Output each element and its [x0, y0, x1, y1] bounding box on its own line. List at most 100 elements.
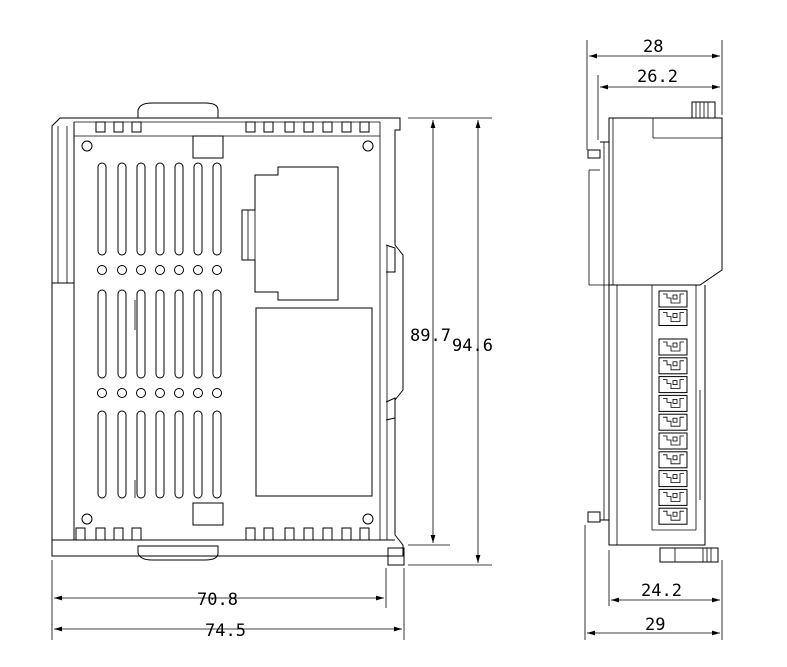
terminal-screw: [663, 312, 684, 322]
vent-hole: [193, 265, 203, 275]
dim-bottom-inner: 24.2: [641, 581, 682, 601]
depth-dimensions: 28 26.2 24.2 29: [584, 37, 723, 640]
vent-slot: [212, 289, 222, 379]
dim-top-outer: 28: [643, 37, 663, 57]
side-housing: [587, 101, 723, 563]
vent-slot: [193, 410, 203, 499]
height-dimensions: 89.7 94.6: [408, 117, 493, 566]
terminal-contact: [672, 455, 678, 461]
mount-hole: [81, 513, 93, 525]
terminal-slot: [658, 451, 688, 469]
vent-slot: [193, 162, 203, 256]
vent-slot: [174, 289, 184, 379]
vent-slot: [97, 162, 107, 256]
vent-slot: [136, 410, 146, 499]
terminal-screw: [663, 435, 684, 446]
side-view: 28 26.2 24.2 29: [584, 37, 723, 640]
terminal-slot: [658, 432, 688, 450]
terminal-contact: [672, 361, 678, 367]
terminal-screw: [663, 491, 684, 502]
vent-hole: [155, 265, 165, 275]
vent-hole: [174, 265, 184, 275]
vent-slot: [155, 410, 165, 499]
terminal-contact: [672, 474, 678, 480]
dim-bottom-outer: 29: [645, 615, 665, 635]
vent-hole: [97, 388, 107, 398]
vent-hole: [117, 265, 127, 275]
vent-hole: [155, 388, 165, 398]
vent-slot: [155, 289, 165, 379]
vent-slots-middle: [97, 289, 222, 379]
terminal-screw: [663, 510, 684, 521]
vent-slots-top: [97, 162, 222, 256]
terminal-screw: [663, 397, 684, 408]
terminal-screw: [663, 341, 684, 352]
terminal-slot: [658, 338, 688, 356]
vent-slot: [136, 162, 146, 256]
terminal-screw: [663, 416, 684, 427]
mount-hole: [81, 140, 93, 152]
bottom-tabs: [75, 527, 370, 541]
terminal-contact: [672, 313, 678, 318]
vent-slot: [174, 410, 184, 499]
terminal-screw: [663, 360, 684, 371]
mount-hole: [362, 140, 374, 152]
vent-hole: [97, 265, 107, 275]
dim-height-inner: 89.7: [410, 326, 451, 346]
terminal-slot: [658, 507, 688, 525]
terminal-contact: [672, 398, 678, 404]
dim-height-outer: 94.6: [452, 336, 493, 356]
vent-slot: [155, 162, 165, 256]
vent-hole: [212, 388, 222, 398]
terminal-screw: [663, 454, 684, 465]
vent-slot: [97, 289, 107, 379]
front-housing: [51, 117, 405, 566]
front-view: 89.7 94.6 70.8 74.5: [51, 102, 493, 641]
terminal-contact: [672, 342, 678, 348]
bottom-latch: [137, 545, 219, 561]
terminal-contact: [672, 492, 678, 498]
indicator-window-bottom: [192, 502, 224, 526]
top-tabs: [95, 121, 370, 133]
terminal-screw: [663, 293, 684, 304]
terminal-slot: [658, 376, 688, 394]
dim-width-inner: 70.8: [197, 590, 238, 610]
terminal-slot: [658, 309, 688, 326]
terminal-contact: [672, 417, 678, 423]
terminal-screw: [663, 379, 684, 390]
terminal-slot: [658, 357, 688, 375]
terminal-contact: [672, 511, 678, 517]
dim-width-outer: 74.5: [205, 621, 246, 641]
terminal-slot: [658, 394, 688, 412]
vent-slot: [212, 410, 222, 499]
mount-hole: [362, 513, 374, 525]
terminal-slot: [658, 413, 688, 431]
vent-hole: [212, 265, 222, 275]
vent-slot: [97, 410, 107, 499]
vent-slot: [212, 162, 222, 256]
vent-slot: [193, 289, 203, 379]
vent-slot: [117, 410, 127, 499]
vent-slot: [117, 162, 127, 256]
vent-slot: [136, 289, 146, 379]
terminal-slot: [658, 290, 688, 308]
vent-holes-row-1: [97, 265, 222, 275]
vent-hole: [117, 388, 127, 398]
vent-slot: [117, 289, 127, 379]
vent-hole: [136, 388, 146, 398]
terminal-screw: [663, 473, 684, 484]
vent-slots-bottom: [97, 410, 222, 499]
front-connector: [241, 166, 339, 301]
label-plate: [255, 307, 373, 497]
terminal-slot: [658, 488, 688, 506]
width-dimensions: 70.8 74.5: [51, 560, 405, 641]
vent-holes-row-2: [97, 388, 222, 398]
terminal-contact: [672, 436, 678, 442]
terminal-block: [658, 290, 688, 525]
vent-hole: [193, 388, 203, 398]
indicator-window-top: [192, 135, 224, 159]
vent-hole: [136, 265, 146, 275]
terminal-contact: [672, 294, 678, 300]
terminal-slot: [658, 470, 688, 488]
